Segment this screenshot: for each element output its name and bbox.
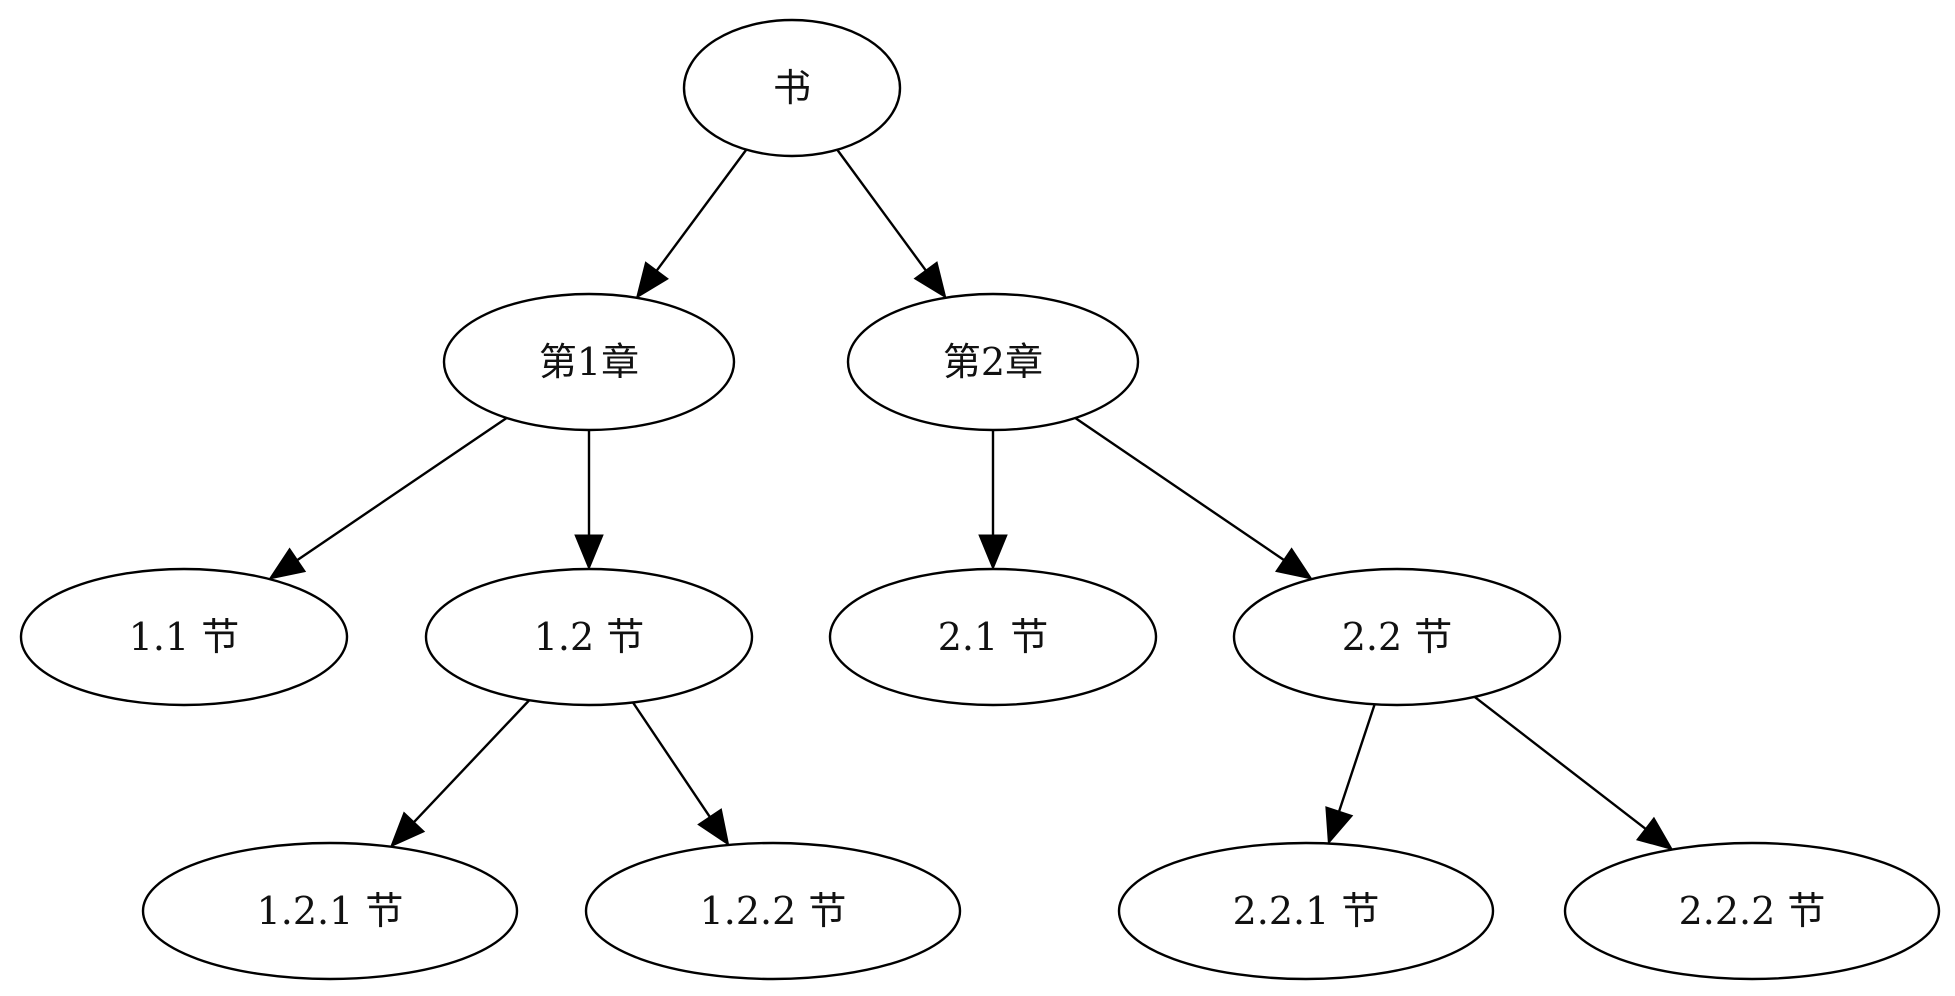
edge-ch1-to-s12 bbox=[574, 430, 604, 571]
node-s22: 2.2 节 bbox=[1232, 567, 1562, 707]
node-ellipse bbox=[442, 292, 736, 432]
edge-line bbox=[296, 416, 508, 561]
node-ch1: 第1章 bbox=[442, 292, 736, 432]
arrowhead-icon bbox=[913, 261, 947, 299]
edge-ch2-to-s22 bbox=[1074, 417, 1313, 580]
arrowhead-icon bbox=[978, 534, 1008, 571]
arrowhead-icon bbox=[389, 811, 426, 848]
edge-line bbox=[631, 701, 711, 818]
node-s221: 2.2.1 节 bbox=[1117, 841, 1495, 981]
node-label: 第2章 bbox=[943, 340, 1043, 384]
node-ellipse bbox=[828, 567, 1158, 707]
arrowhead-icon bbox=[1635, 816, 1674, 851]
node-ellipse bbox=[1563, 841, 1941, 981]
node-ellipse bbox=[141, 841, 519, 981]
edge-line bbox=[1473, 695, 1647, 830]
node-ellipse bbox=[424, 567, 754, 707]
node-ellipse bbox=[846, 292, 1140, 432]
node-label: 2.2.2 节 bbox=[1679, 889, 1826, 933]
arrowhead-icon bbox=[574, 534, 604, 571]
node-label: 1.2 节 bbox=[534, 615, 645, 659]
node-s121: 1.2.1 节 bbox=[141, 841, 519, 981]
node-s12: 1.2 节 bbox=[424, 567, 754, 707]
edge-line bbox=[655, 148, 748, 272]
edges-layer bbox=[268, 148, 1674, 851]
node-ellipse bbox=[584, 841, 962, 981]
node-ellipse bbox=[682, 18, 902, 158]
node-s222: 2.2.2 节 bbox=[1563, 841, 1941, 981]
arrowhead-icon bbox=[1275, 547, 1313, 580]
arrowhead-icon bbox=[1325, 806, 1354, 845]
node-label: 2.2.1 节 bbox=[1233, 889, 1380, 933]
node-label: 2.1 节 bbox=[938, 615, 1049, 659]
edge-line bbox=[1074, 417, 1285, 561]
node-label: 2.2 节 bbox=[1342, 615, 1453, 659]
node-s11: 1.1 节 bbox=[19, 567, 349, 707]
edge-s22-to-s222 bbox=[1473, 695, 1674, 851]
edge-line bbox=[836, 149, 927, 271]
node-ch2: 第2章 bbox=[846, 292, 1140, 432]
node-label: 1.1 节 bbox=[129, 615, 240, 659]
node-label: 1.2.2 节 bbox=[700, 889, 847, 933]
edge-book-to-ch1 bbox=[635, 148, 748, 299]
edge-s12-to-s122 bbox=[631, 701, 730, 847]
node-ellipse bbox=[1232, 567, 1562, 707]
arrowhead-icon bbox=[635, 261, 669, 299]
edge-s12-to-s121 bbox=[389, 699, 531, 848]
node-s122: 1.2.2 节 bbox=[584, 841, 962, 981]
node-book: 书 bbox=[682, 18, 902, 158]
edge-ch2-to-s21 bbox=[978, 430, 1008, 571]
edge-book-to-ch2 bbox=[836, 149, 947, 299]
node-label: 书 bbox=[773, 66, 811, 110]
node-ellipse bbox=[19, 567, 349, 707]
arrowhead-icon bbox=[268, 547, 307, 580]
node-ellipse bbox=[1117, 841, 1495, 981]
edge-line bbox=[1337, 703, 1376, 812]
node-label: 1.2.1 节 bbox=[257, 889, 404, 933]
edge-s22-to-s221 bbox=[1325, 703, 1376, 845]
node-label: 第1章 bbox=[539, 340, 639, 384]
edge-ch1-to-s11 bbox=[268, 416, 508, 580]
node-s21: 2.1 节 bbox=[828, 567, 1158, 707]
edge-line bbox=[413, 699, 531, 823]
arrowhead-icon bbox=[697, 808, 730, 847]
